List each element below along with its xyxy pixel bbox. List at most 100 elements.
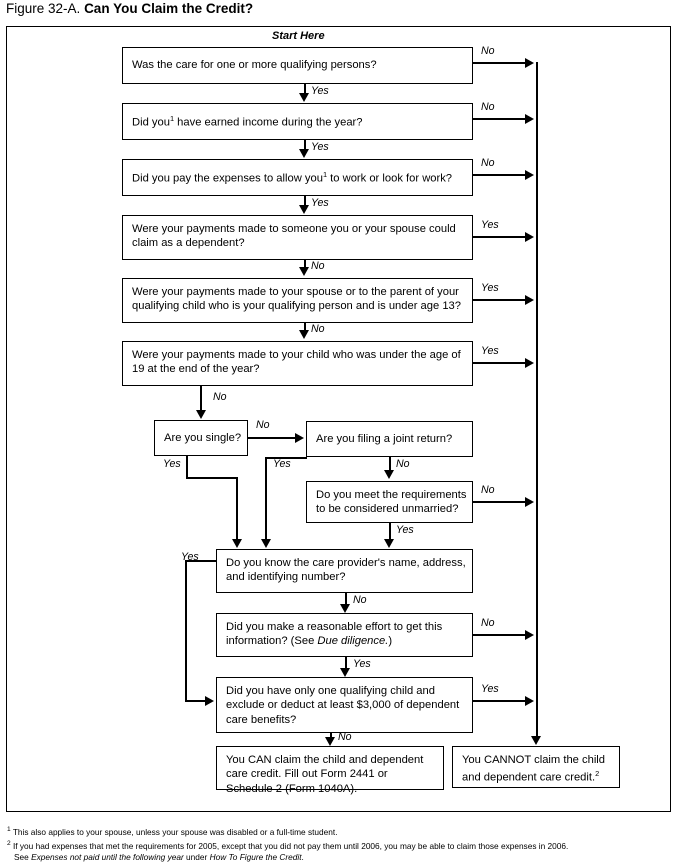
q6-line1: Were your payments made to your child wh…: [132, 349, 461, 361]
edge-label-q12-no: No: [338, 731, 352, 743]
decision-box-q1[interactable]: Was the care for one or more qualifying …: [122, 47, 473, 84]
q12-line1: Did you have only one qualifying child a…: [226, 685, 435, 697]
edge-label-q1-yes: Yes: [311, 85, 329, 97]
edge-q3-no: [473, 174, 530, 176]
edge-label-q7-yes: Yes: [163, 458, 181, 470]
edge-q2-yes-arrowhead: [299, 149, 310, 158]
edge-q9-yes: [389, 523, 391, 541]
q1-text: Was the care for one or more qualifying …: [132, 59, 377, 72]
edge-q8-no-arrowhead: [384, 470, 395, 479]
edge-q12-no-arrowhead: [325, 737, 336, 746]
edge-q7-yes-v1: [186, 456, 188, 478]
decision-box-q12[interactable]: Did you have only one qualifying child a…: [216, 677, 473, 733]
edge-q10-no-arrowhead: [340, 604, 351, 613]
q5-line2: qualifying child who is your qualifying …: [132, 300, 461, 313]
edge-q10-yes-h2: [185, 700, 207, 702]
footnote-2-cont: See Expenses not paid until the followin…: [14, 852, 304, 863]
edge-q1-no: [473, 62, 530, 64]
terminal-box-can-claim[interactable]: You CAN claim the child and dependent ca…: [216, 746, 444, 795]
cannot-line2: and dependent care credit.2: [462, 769, 600, 785]
decision-box-q4[interactable]: Were your payments made to someone you o…: [122, 215, 473, 260]
edge-q6-yes: [473, 362, 530, 364]
decision-box-q6[interactable]: Were your payments made to your child wh…: [122, 341, 473, 386]
edge-q5-no: [304, 323, 306, 332]
q5-line1: Were your payments made to your spouse o…: [132, 286, 459, 298]
q10-line2: and identifying number?: [226, 571, 346, 584]
edge-label-q6-no: No: [213, 391, 227, 403]
edge-q3-no-arrowhead: [525, 169, 534, 180]
can-line1: You CAN claim the child and dependent: [226, 754, 424, 766]
edge-q9-no-arrowhead: [525, 496, 534, 507]
footnote-2: 2 If you had expenses that met the requi…: [7, 840, 569, 851]
figure-number: Figure 32-A.: [6, 1, 81, 16]
edge-q4-yes: [473, 236, 530, 238]
edge-label-q10-no: No: [353, 594, 367, 606]
decision-box-q2[interactable]: Did you1 have earned income during the y…: [122, 103, 473, 140]
q4-line1: Were your payments made to someone you o…: [132, 223, 456, 235]
can-line2: care credit. Fill out Form 2441 or: [226, 768, 388, 781]
edge-label-q1-no: No: [481, 45, 495, 57]
q4-line2: claim as a dependent?: [132, 237, 245, 250]
edge-q12-yes-arrowhead: [525, 695, 534, 706]
decision-box-q11[interactable]: Did you make a reasonable effort to get …: [216, 613, 473, 657]
edge-q2-yes: [304, 140, 306, 152]
figure-frame: [6, 26, 671, 812]
decision-box-q7[interactable]: Are you single?: [154, 420, 248, 456]
edge-q10-yes-v: [185, 560, 187, 701]
edge-q7-no: [248, 437, 298, 439]
edge-q8-yes: [265, 457, 267, 541]
decision-box-q10[interactable]: Do you know the care provider's name, ad…: [216, 549, 473, 593]
q9-line1: Do you meet the requirements: [316, 489, 467, 501]
edge-q3-yes-arrowhead: [299, 205, 310, 214]
edge-label-q11-no: No: [481, 617, 495, 629]
q7-text: Are you single?: [164, 431, 242, 444]
edge-q7-yes-v2: [236, 477, 238, 541]
edge-q7-yes-h: [186, 477, 238, 479]
q10-line1: Do you know the care provider's name, ad…: [226, 557, 466, 569]
edge-label-q5-no: No: [311, 323, 325, 335]
edge-q11-no: [473, 634, 530, 636]
edge-label-q10-yes: Yes: [181, 551, 199, 563]
decision-box-q3[interactable]: Did you pay the expenses to allow you1 t…: [122, 159, 473, 196]
q2-text: Did you1 have earned income during the y…: [132, 114, 363, 130]
q3-text: Did you pay the expenses to allow you1 t…: [132, 170, 453, 186]
edge-label-q9-no: No: [481, 484, 495, 496]
edge-q1-no-arrowhead: [525, 57, 534, 68]
terminal-box-cannot-claim[interactable]: You CANNOT claim the child and dependent…: [452, 746, 620, 788]
edge-q8-no: [389, 457, 391, 472]
edge-q8-yes-arrowhead: [260, 539, 271, 548]
decision-box-q5[interactable]: Were your payments made to your spouse o…: [122, 278, 473, 323]
edge-q11-yes: [345, 657, 347, 670]
q6-line2: 19 at the end of the year?: [132, 363, 260, 376]
edge-label-q12-yes: Yes: [481, 683, 499, 695]
edge-q4-no-arrowhead: [299, 267, 310, 276]
cannot-line1: You CANNOT claim the child: [462, 754, 606, 766]
edge-q5-yes-arrowhead: [525, 294, 534, 305]
edge-q4-no: [304, 260, 306, 269]
decision-box-q8[interactable]: Are you filing a joint return?: [306, 421, 473, 457]
edge-q8-yes-stub: [265, 457, 308, 459]
edge-q11-no-arrowhead: [525, 629, 534, 640]
edge-label-q9-yes: Yes: [396, 524, 414, 536]
edge-q6-no: [200, 386, 202, 412]
q11-line1: Did you make a reasonable effort to get …: [226, 621, 443, 633]
edge-label-q5-yes: Yes: [481, 282, 499, 294]
edge-q11-yes-arrowhead: [340, 668, 351, 677]
cannot-rail-arrowhead: [531, 736, 541, 745]
edge-q9-no: [473, 501, 530, 503]
edge-label-q2-no: No: [481, 101, 495, 113]
start-here-label: Start Here: [272, 30, 325, 42]
edge-q2-no: [473, 118, 530, 120]
q12-line2: exclude or deduct at least $3,000 of dep…: [226, 699, 460, 712]
edge-label-q8-no: No: [396, 458, 410, 470]
edge-label-q4-no: No: [311, 260, 325, 272]
edge-q3-yes: [304, 196, 306, 208]
page-title: Figure 32-A. Can You Claim the Credit?: [6, 1, 253, 16]
edge-q5-yes: [473, 299, 530, 301]
edge-q6-yes-arrowhead: [525, 357, 534, 368]
edge-label-q4-yes: Yes: [481, 219, 499, 231]
q11-line2: information? (See Due diligence.): [226, 635, 393, 648]
edge-q6-no-arrowhead: [195, 410, 206, 419]
decision-box-q9[interactable]: Do you meet the requirements to be consi…: [306, 481, 473, 523]
